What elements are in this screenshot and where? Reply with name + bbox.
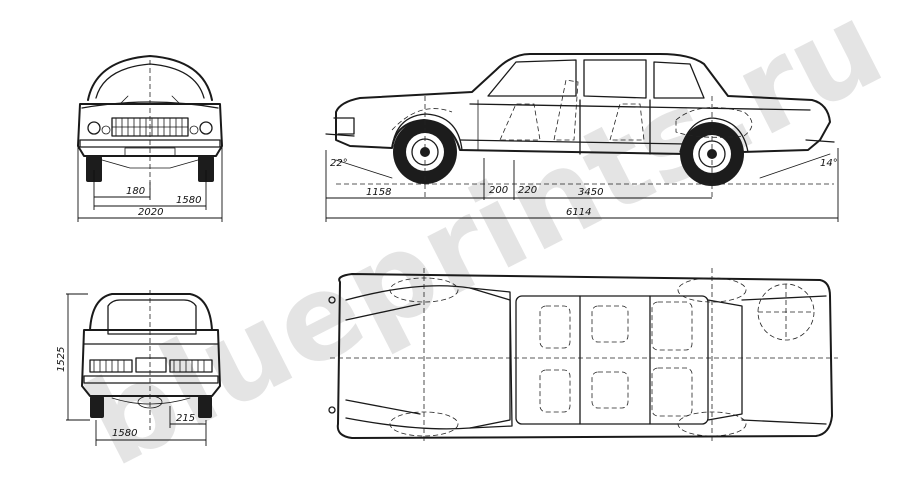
dim-rear-clearance: 215 (176, 413, 195, 424)
dim-overall-width: 2020 (138, 207, 163, 218)
dim-departure-angle: 14° (820, 158, 838, 169)
dim-front-overhang: 1158 (366, 187, 391, 198)
rear-view (81, 290, 221, 430)
dim-rear-track: 1580 (112, 428, 137, 439)
dim-front-clearance: 200 (489, 185, 508, 196)
front-view (77, 55, 223, 190)
side-view-dimensions: 22° 14° 1158 200 220 3450 6114 (325, 148, 839, 222)
top-view (328, 268, 838, 444)
front-view-dimensions: 180 1580 2020 (77, 140, 223, 222)
rear-view-dimensions: 1525 215 1580 (56, 293, 207, 446)
dim-wheelbase: 3450 (578, 187, 603, 198)
dim-overall-length: 6114 (566, 207, 591, 218)
side-view (325, 53, 835, 200)
dim-overall-height: 1525 (56, 347, 67, 372)
dim-front-track-offset: 180 (126, 186, 145, 197)
dim-approach-angle: 22° (330, 158, 348, 169)
dim-front-track: 1580 (176, 195, 201, 206)
dim-rear-ground-clearance: 220 (518, 185, 537, 196)
